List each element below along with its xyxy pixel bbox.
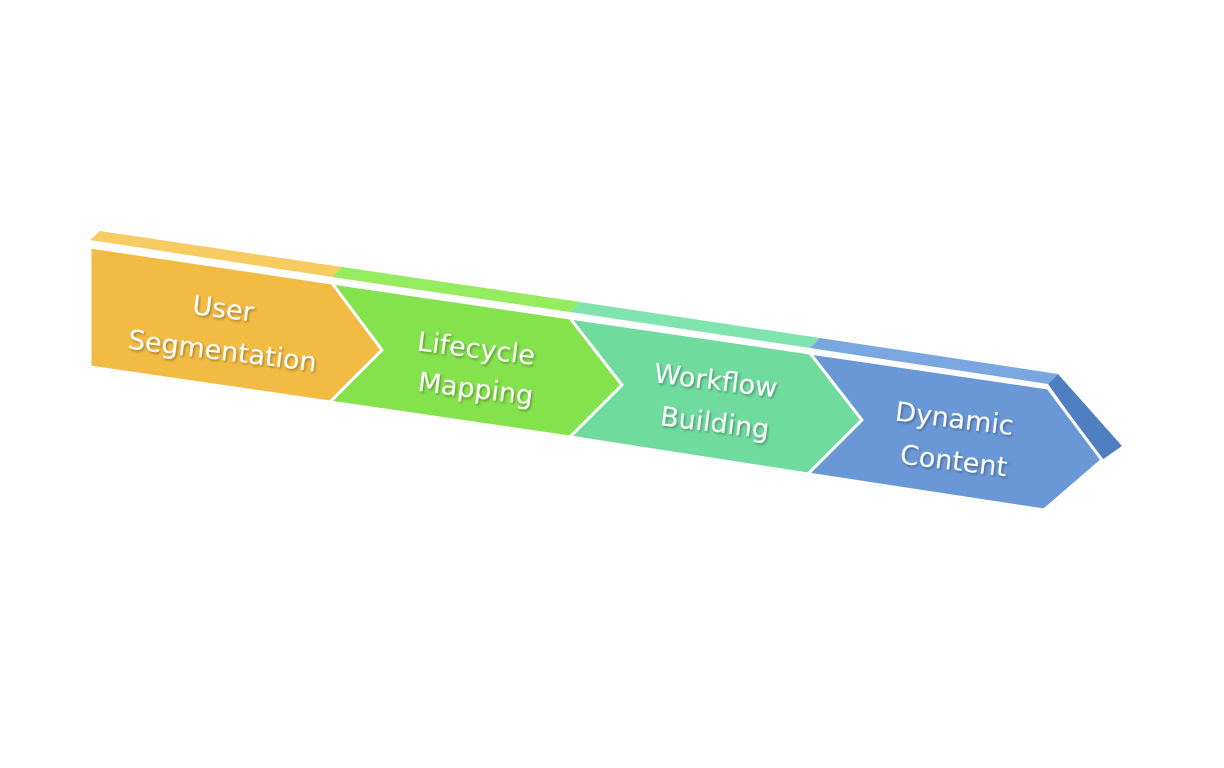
- step-2-top-face: [332, 267, 580, 312]
- step-1-top-face: [90, 231, 342, 277]
- step-user-segmentation: User Segmentation: [88, 231, 384, 404]
- step-dynamic-content: Dynamic Content: [806, 338, 1122, 512]
- step-3-top-face: [570, 302, 820, 348]
- step-workflow-building: Workflow Building: [568, 302, 864, 476]
- step-4-side-face: [1048, 374, 1122, 460]
- step-4-arrow: [806, 351, 1104, 512]
- step-4-top-face: [810, 338, 1058, 384]
